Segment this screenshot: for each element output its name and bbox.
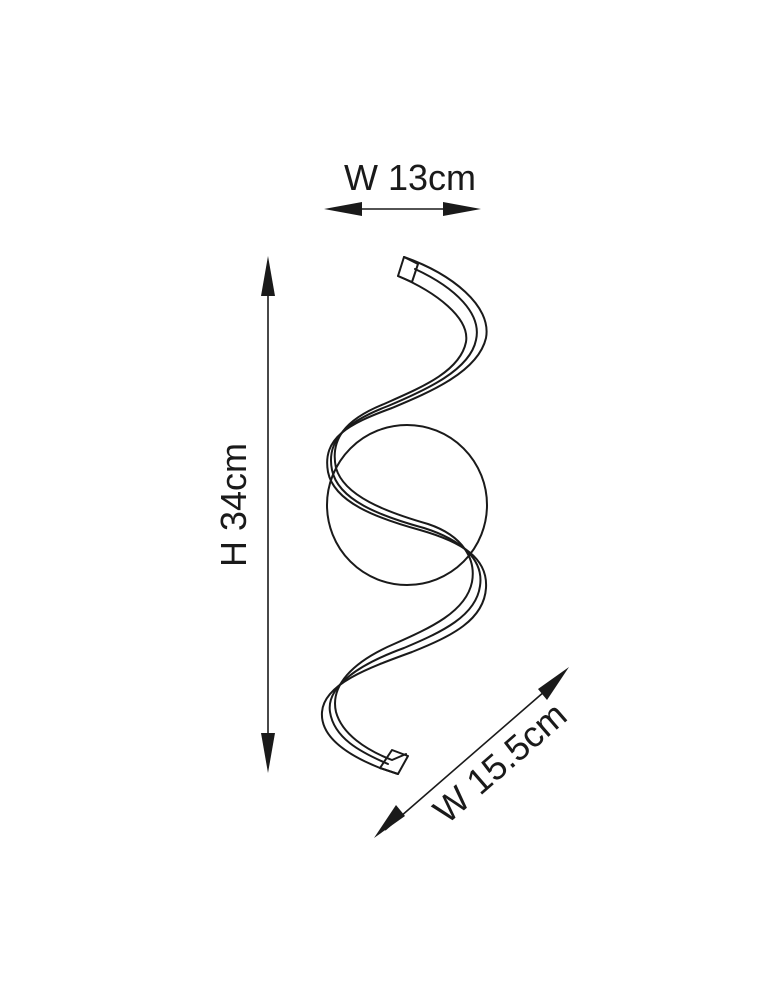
top-width-arrow-right [443, 202, 481, 216]
wall-plate [326, 424, 488, 586]
depth-arrow-bottom [374, 805, 405, 838]
spiral-outer-edge [320, 256, 488, 775]
top-width-label: W 13cm [344, 157, 476, 198]
height-arrow-top [261, 256, 275, 296]
spiral-mid-edge [328, 268, 482, 765]
spiral-inner-edge [333, 275, 474, 761]
depth-arrow-top [538, 667, 569, 700]
depth-label: W 15.5cm [425, 694, 574, 831]
depth-dimension: W 15.5cm [374, 667, 574, 838]
spiral-bottom-cap [379, 749, 409, 775]
height-dimension: H 34cm [213, 256, 275, 773]
depth-line [384, 677, 561, 831]
height-arrow-bottom [261, 733, 275, 773]
top-width-dimension: W 13cm [324, 157, 481, 216]
top-width-arrow-left [324, 202, 362, 216]
spiral-lamp [320, 256, 488, 775]
height-label: H 34cm [213, 443, 254, 567]
